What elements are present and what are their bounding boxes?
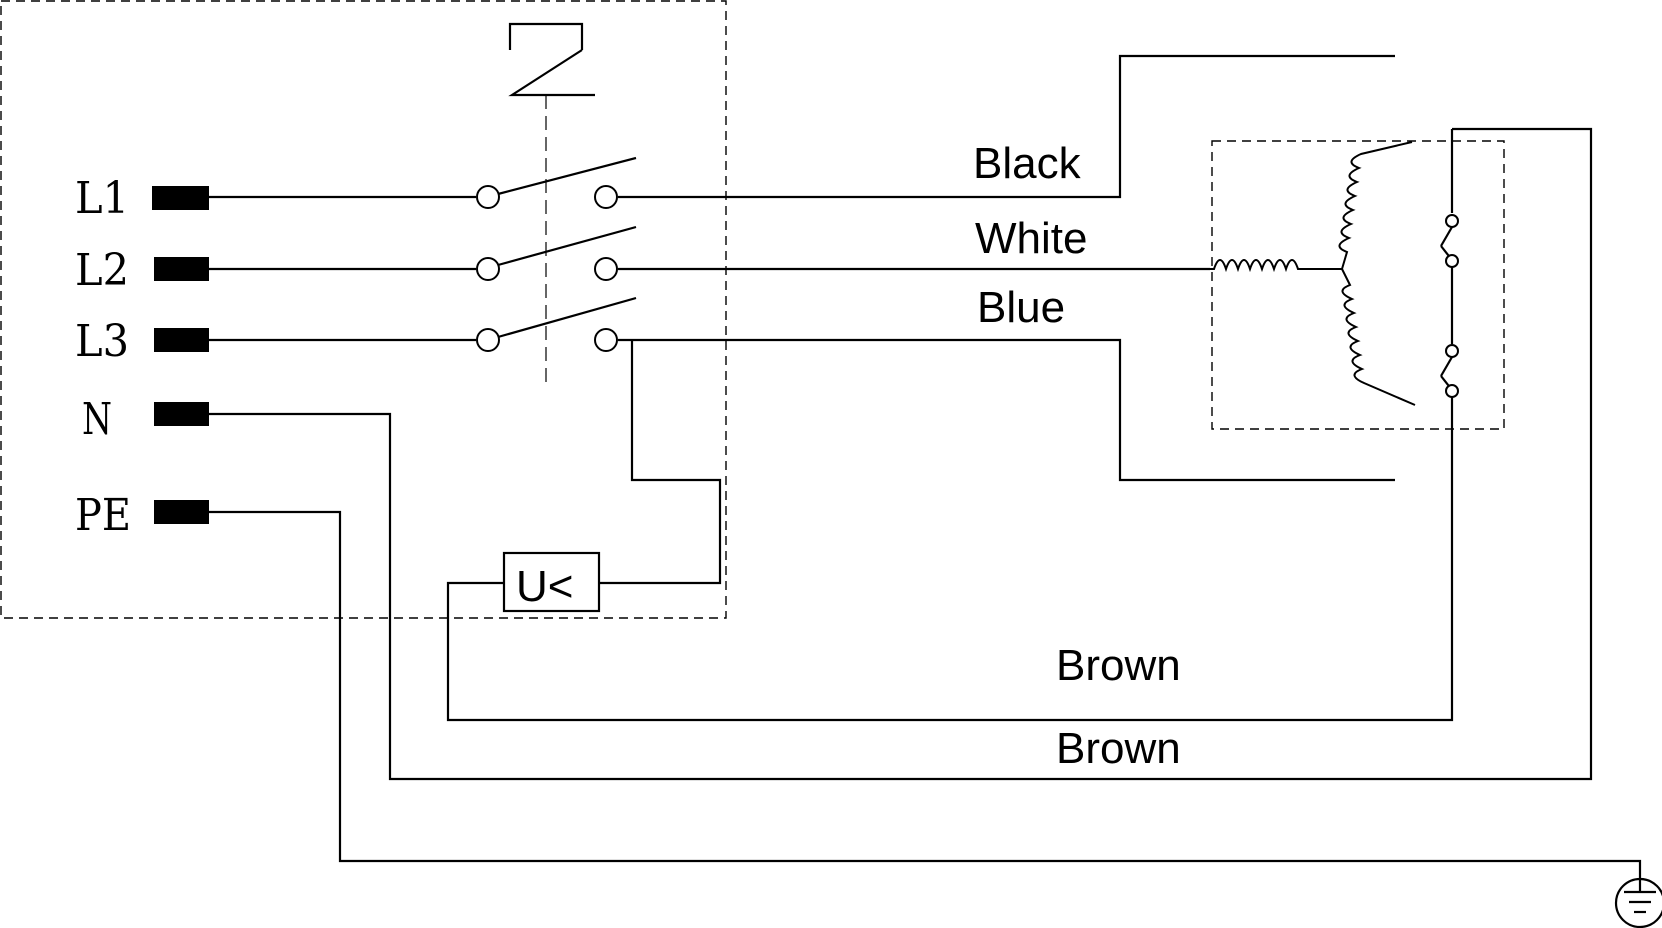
wire-blue xyxy=(618,338,1395,482)
wire-label-white: White xyxy=(975,214,1087,263)
switch-enclosure xyxy=(0,0,727,619)
contactor-switch-icon xyxy=(508,22,595,388)
terminal-block-l3 xyxy=(154,328,209,352)
terminal-block-n xyxy=(154,402,209,426)
terminal-block-pe xyxy=(154,500,209,524)
switch-pole-l1 xyxy=(209,156,637,209)
wire-pe xyxy=(209,510,1642,880)
switch-pole-l2 xyxy=(209,225,637,281)
terminal-label-l3: L3 xyxy=(75,316,129,367)
wire-label-black: Black xyxy=(973,139,1082,188)
terminal-label-l1: L1 xyxy=(75,173,129,224)
wire-black xyxy=(618,54,1395,199)
terminal-block-l1 xyxy=(152,186,209,210)
wire-l3-relay-feed xyxy=(600,340,722,585)
wire-label-brown-lower: Brown xyxy=(1056,724,1181,773)
wire-label-blue: Blue xyxy=(977,283,1065,332)
wire-relay-left xyxy=(446,440,1454,722)
motor-winding-icon xyxy=(1210,141,1416,406)
terminal-label-l2: L2 xyxy=(75,245,129,296)
terminal-block-l2 xyxy=(154,257,209,281)
motor-enclosure xyxy=(1211,140,1505,430)
undervoltage-release-label: U< xyxy=(516,562,573,611)
wire-label-brown-upper: Brown xyxy=(1056,641,1181,690)
thermal-contact-icon xyxy=(1440,129,1459,440)
undervoltage-release: U< xyxy=(502,551,601,613)
terminal-label-n: N xyxy=(82,394,112,445)
terminal-label-pe: PE xyxy=(75,490,131,541)
switch-pole-l3 xyxy=(209,296,637,352)
wire-neutral xyxy=(209,127,1593,781)
ground-icon xyxy=(1614,877,1662,928)
